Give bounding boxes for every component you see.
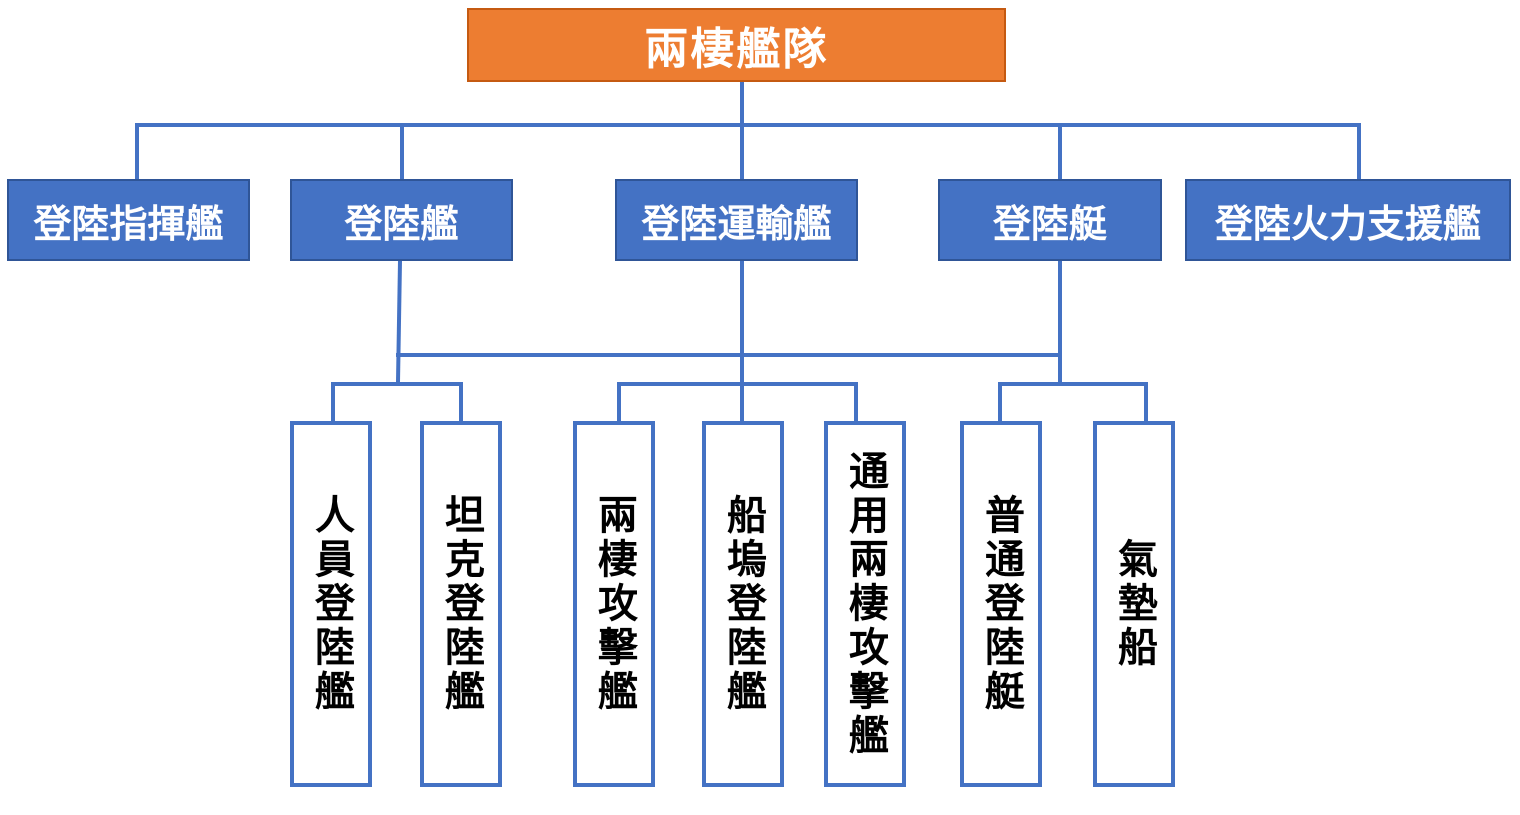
subtype-node-ordinary-landing-craft: 普通登陸艇 (960, 421, 1042, 787)
subtype-label-dock-landing-ship: 船塢登陸艦 (720, 494, 766, 714)
root-node-amphibious-fleet: 兩棲艦隊 (467, 8, 1006, 82)
category-node-transport-ship: 登陸運輸艦 (615, 179, 858, 261)
category-label-transport-ship: 登陸運輸艦 (641, 201, 832, 246)
subtype-label-tank-landing-ship: 坦克登陸艦 (438, 494, 484, 714)
subtype-node-general-amphibious-assault-ship: 通用兩棲攻擊艦 (824, 421, 906, 787)
root-label: 兩棲艦隊 (644, 24, 829, 75)
category-label-landing-craft: 登陸艇 (992, 201, 1107, 246)
subtype-label-amphibious-assault-ship: 兩棲攻擊艦 (591, 494, 637, 714)
subtype-label-personnel-landing-ship: 人員登陸艦 (308, 494, 354, 714)
category-node-command-ship: 登陸指揮艦 (7, 179, 250, 261)
subtype-node-dock-landing-ship: 船塢登陸艦 (702, 421, 784, 787)
category-node-landing-ship: 登陸艦 (290, 179, 513, 261)
subtype-label-general-amphibious-assault-ship: 通用兩棲攻擊艦 (842, 450, 888, 758)
subtype-node-amphibious-assault-ship: 兩棲攻擊艦 (573, 421, 655, 787)
subtype-label-ordinary-landing-craft: 普通登陸艇 (978, 494, 1024, 714)
category-node-landing-craft: 登陸艇 (938, 179, 1162, 261)
subtype-node-tank-landing-ship: 坦克登陸艦 (420, 421, 502, 787)
category-label-fire-support-ship: 登陸火力支援艦 (1214, 201, 1481, 246)
category-label-command-ship: 登陸指揮艦 (33, 201, 224, 246)
subtype-label-hovercraft: 氣墊船 (1111, 538, 1157, 670)
subtype-node-personnel-landing-ship: 人員登陸艦 (290, 421, 372, 787)
category-node-fire-support-ship: 登陸火力支援艦 (1185, 179, 1511, 261)
connector-stem-landing-ship (395, 258, 403, 385)
category-label-landing-ship: 登陸艦 (344, 201, 459, 246)
subtype-node-hovercraft: 氣墊船 (1093, 421, 1175, 787)
